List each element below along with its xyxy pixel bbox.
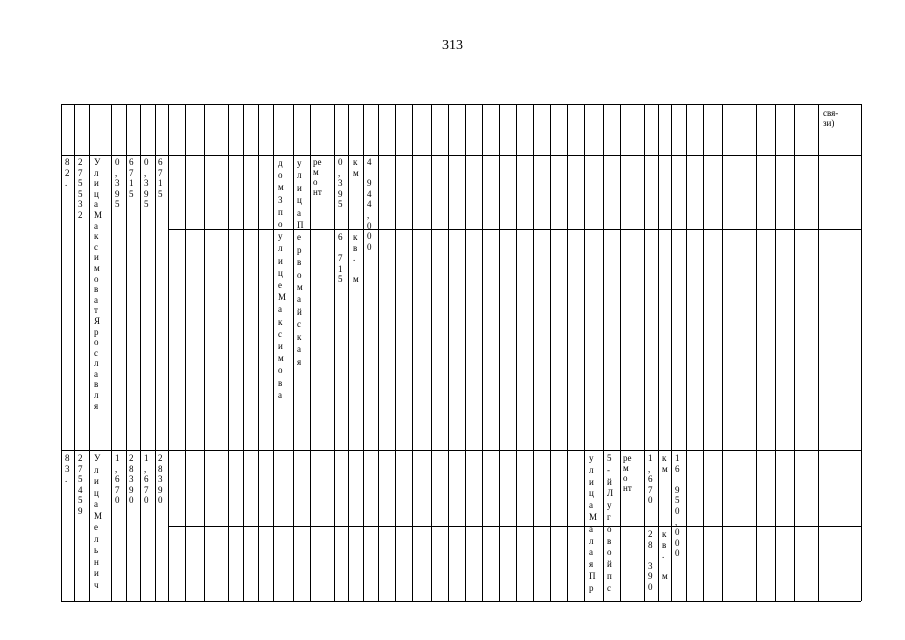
row83-work: ре м о нт	[623, 453, 632, 493]
table-rule	[533, 104, 534, 601]
table-rule	[499, 104, 500, 601]
row82-object: д о м 3 п о у л и ц е М а к с и м о в а	[278, 158, 287, 400]
row82-value-3: 0 , 3 9 5	[144, 157, 149, 210]
row83-value-1: 1 , 6 7 0	[115, 453, 120, 506]
table-rule	[658, 104, 659, 601]
table-rule	[756, 104, 757, 601]
row82-cost: 4 9 4 4 , 0 0 0	[367, 157, 372, 252]
table-rule	[378, 104, 379, 601]
row83-qty-length: 1 , 6 7 0	[648, 453, 653, 506]
table-rule	[431, 104, 432, 601]
row83-code: 2 7 5 4 5 9	[78, 453, 83, 516]
table-rule	[603, 104, 604, 601]
table-rule	[703, 104, 704, 601]
table-rule	[363, 104, 364, 601]
table-rule	[412, 104, 413, 601]
row83-unit-length: к м	[662, 453, 668, 474]
row83-cost: 1 6 9 5 0 , 0 0 0	[675, 453, 680, 559]
row82-value-2: 6 7 1 5	[129, 157, 134, 199]
table-rule	[61, 155, 861, 156]
row83-number: 8 3 .	[65, 453, 70, 485]
table-rule	[395, 104, 396, 601]
table-rule	[448, 104, 449, 601]
row82-value-1: 0 , 3 9 5	[115, 157, 120, 210]
table-rule	[293, 104, 294, 601]
table-rule	[111, 104, 112, 601]
table-rule	[334, 104, 335, 601]
table-rule	[686, 104, 687, 601]
table-rule	[818, 104, 819, 601]
row83-object: у л и ц а М а л а я П р	[589, 453, 598, 593]
table-rule	[671, 104, 672, 601]
table-rule	[310, 104, 311, 601]
table-rule	[89, 104, 90, 601]
row82-value-4: 6 7 1 5	[158, 157, 163, 199]
row83-street: У л и ц а М е л ь н и ч	[94, 453, 103, 590]
row82-qty-area: 6 7 1 5	[338, 232, 343, 285]
table-rule	[61, 104, 62, 601]
table-rule	[168, 104, 169, 601]
table-rule	[61, 104, 861, 105]
row82-location: у л и ц а П е р в о м а й с к а я	[297, 158, 304, 367]
table-rule	[155, 104, 156, 601]
table-rule	[516, 104, 517, 601]
row83-location: 5 - й Л у г о в о й п с	[607, 453, 614, 593]
table-rule	[273, 104, 274, 601]
page-number: 313	[442, 38, 463, 53]
row82-code: 2 7 5 5 3 2	[78, 157, 83, 220]
table-rule	[258, 104, 259, 601]
table-rule	[61, 601, 861, 602]
row82-street: У л и ц а М а к с и м о в а т Я р о с л …	[94, 157, 103, 411]
row83-unit-area: к в . м	[662, 529, 668, 582]
row82-unit-length: к м	[353, 157, 359, 178]
row83-qty-area: 2 8 3 9 0	[648, 529, 653, 592]
table-rule	[620, 104, 621, 601]
row83-value-4: 2 8 3 9 0	[158, 453, 163, 506]
table-rule	[243, 104, 244, 601]
table-rule	[584, 104, 585, 601]
table-rule	[228, 104, 229, 601]
table-rule	[794, 104, 795, 601]
table-rule	[168, 229, 861, 230]
table-rule	[185, 104, 186, 601]
row82-number: 8 2 .	[65, 157, 70, 189]
table-rule	[140, 104, 141, 601]
table-rule	[348, 104, 349, 601]
table-rule	[482, 104, 483, 601]
table-rule	[567, 104, 568, 601]
table-rule	[775, 104, 776, 601]
table-rule	[126, 104, 127, 601]
table-rule	[644, 104, 645, 601]
row83-value-2: 2 8 3 9 0	[129, 453, 134, 506]
table-rule	[204, 104, 205, 601]
row82-unit-area: к в . м	[353, 232, 359, 285]
table-rule	[550, 104, 551, 601]
table-rule	[465, 104, 466, 601]
row82-qty-length: 0 , 3 9 5	[338, 157, 343, 210]
table-rule	[74, 104, 75, 601]
table-rule	[61, 450, 861, 451]
table-rule	[861, 104, 862, 601]
row83-value-3: 1 , 6 7 0	[144, 453, 149, 506]
table-rule	[722, 104, 723, 601]
row82-work: ре м о нт	[313, 157, 322, 197]
header-cell-note: свя- зи)	[823, 108, 839, 128]
table-rule	[168, 526, 861, 527]
